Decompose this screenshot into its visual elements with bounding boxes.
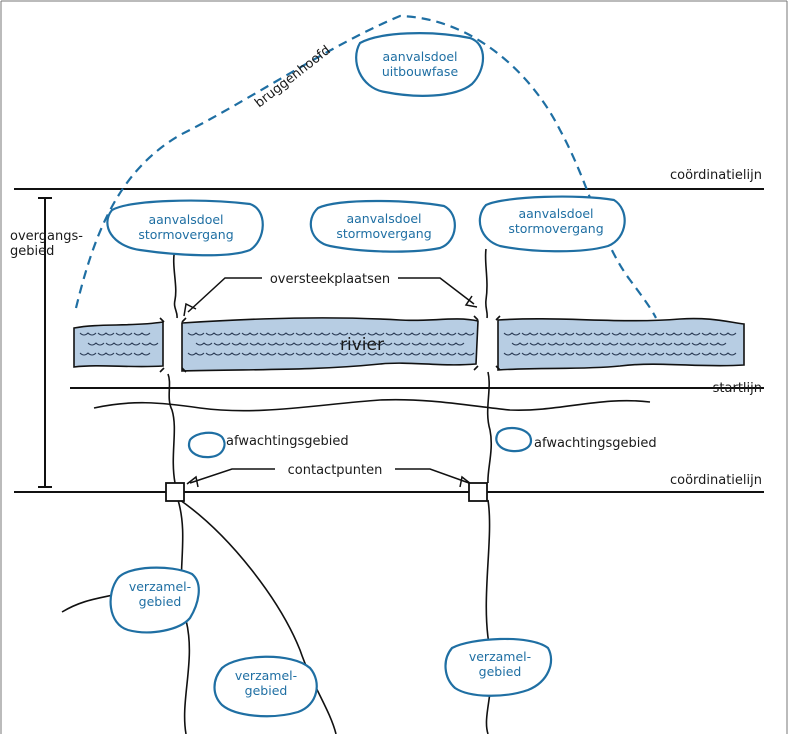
uitbouw-line2: uitbouwfase [382,64,459,79]
verzamel-1-line2: gebied [139,594,182,609]
river-wave [503,352,737,356]
verzamel-3-line2: gebied [479,664,522,679]
uitbouw-line1: aanvalsdoel [382,49,457,64]
transition-area-label-line1: overgangs- [10,229,83,244]
blob-storm-left [106,199,264,257]
river-label: rivier [340,335,384,355]
blob-uitbouw [355,32,484,97]
storm-left-line2: stormovergang [138,227,233,242]
verzamel-3-line1: verzamel- [469,649,531,664]
contact-point-right [468,482,488,502]
crossing-marks-left [159,317,187,373]
storm-mid-line1: aanvalsdoel [346,211,421,226]
waiting-area-left-label: afwachtingsgebied [226,434,349,449]
storm-right-line1: aanvalsdoel [518,206,593,221]
transition-area-bracket [38,197,52,488]
contact-point-left [165,482,185,502]
blob-waiting-right [495,426,533,453]
storm-mid-line2: stormovergang [336,226,431,241]
crossings-label: oversteekplaatsen [270,272,390,287]
blob-verzamel-3 [444,637,553,697]
bridgehead-label: bruggenhoofd [252,43,333,111]
verzamel-2-line1: verzamel- [235,668,297,683]
blob-waiting-left [187,431,226,459]
blob-verzamel-1 [109,566,200,634]
start-line-label: startlijn [713,381,762,396]
verzamel-1-line1: verzamel- [129,579,191,594]
blob-storm-right [478,195,626,253]
coordination-line-bottom-label: coördinatielijn [670,473,762,488]
crossing-marks-right [473,315,501,371]
river-wave [511,342,727,346]
blob-verzamel-2 [213,655,318,718]
river-wave [503,332,737,336]
transition-area-label-line2: gebied [10,244,54,259]
river-wave [79,352,151,356]
storm-left-line1: aanvalsdoel [148,212,223,227]
coordination-line-top-label: coördinatielijn [670,168,762,183]
waiting-area-right-label: afwachtingsgebied [534,436,657,451]
roads [61,248,651,734]
river-wave [79,332,151,336]
river-wave [187,352,475,356]
storm-right-line2: stormovergang [508,221,603,236]
contact-points-label: contactpunten [288,463,383,478]
blob-storm-mid [309,199,456,253]
river-wave [195,342,465,346]
bridgehead-boundary [74,14,657,319]
river-wave [87,342,159,346]
verzamel-2-line2: gebied [245,683,288,698]
river-wave [187,332,475,336]
river-waves [79,332,737,356]
contact-points-arrows [186,468,472,488]
crossings-arrows [183,277,478,317]
